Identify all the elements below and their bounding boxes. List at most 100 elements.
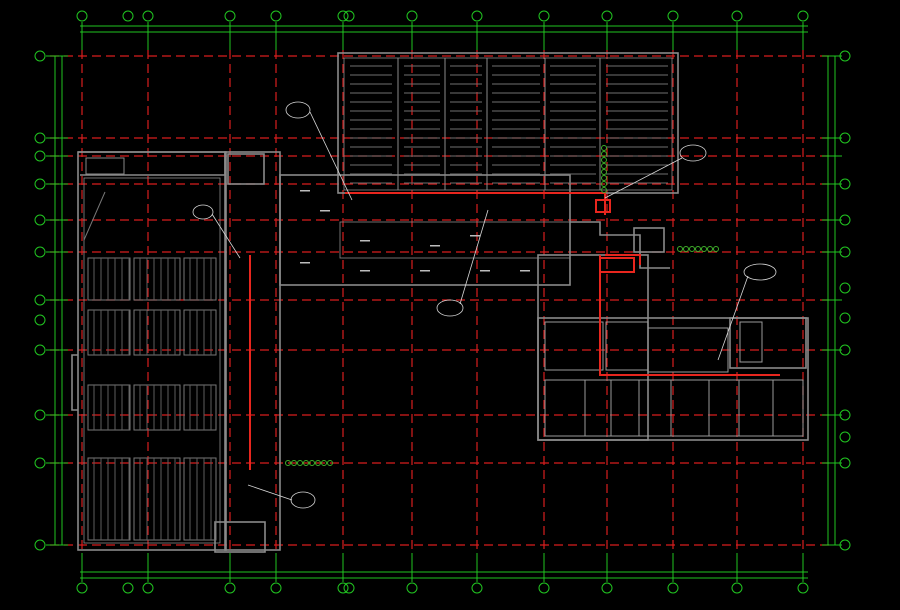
duct-runs xyxy=(249,192,780,470)
leader-5 xyxy=(717,275,749,361)
axis-bubble-top xyxy=(731,10,743,22)
storage-bay xyxy=(87,457,131,541)
callout-1 xyxy=(285,101,311,119)
corridor-inner xyxy=(339,221,571,259)
tree-symbol xyxy=(601,175,607,181)
axis-bubble-right xyxy=(839,312,851,324)
axis-bubble-bottom xyxy=(122,582,134,594)
duct-main-north xyxy=(345,192,606,215)
duct-main-east xyxy=(599,255,780,376)
left-wing-bays xyxy=(83,157,217,541)
room-upper xyxy=(544,321,604,371)
axis-bubble-top xyxy=(601,10,613,22)
dim-annotation xyxy=(320,210,330,212)
east-connector xyxy=(570,221,670,269)
vertical-corridor xyxy=(224,151,281,551)
axis-bubble-bottom xyxy=(270,582,282,594)
axis-bubble-right xyxy=(839,282,851,294)
axis-bubble-top xyxy=(406,10,418,22)
leader-4 xyxy=(604,157,683,199)
axis-bubble-left xyxy=(34,409,46,421)
storage-bay xyxy=(87,257,131,301)
dimension-frame xyxy=(46,22,842,582)
callout-4 xyxy=(679,144,707,162)
duct-box-1 xyxy=(595,199,611,213)
axis-bubble-top xyxy=(270,10,282,22)
callout-3 xyxy=(436,299,464,317)
axis-bubble-left xyxy=(34,314,46,326)
east-stair xyxy=(729,317,807,369)
left-wing-inner xyxy=(83,177,221,544)
north-hall-bays xyxy=(350,58,668,190)
storage-bay xyxy=(183,384,217,431)
axis-bubble-bottom xyxy=(343,582,355,594)
east-wing-rooms xyxy=(544,321,804,437)
axis-bubble-left xyxy=(34,344,46,356)
axis-bubble-bottom xyxy=(142,582,154,594)
axis-bubble-left xyxy=(34,132,46,144)
axis-bubble-right xyxy=(839,344,851,356)
axis-bubble-bottom xyxy=(538,582,550,594)
axis-bubble-right xyxy=(839,246,851,258)
axis-bubble-top xyxy=(471,10,483,22)
axis-bubble-left xyxy=(34,294,46,306)
tree-symbol xyxy=(601,145,607,151)
axis-bubble-bottom xyxy=(731,582,743,594)
tree-symbol xyxy=(291,460,297,466)
tree-symbol xyxy=(309,460,315,466)
dim-annotation xyxy=(430,245,440,247)
leader-2 xyxy=(211,213,241,259)
tree-symbol xyxy=(315,460,321,466)
tree-symbol xyxy=(683,246,689,252)
callout-2 xyxy=(192,204,214,220)
axis-bubble-left xyxy=(34,457,46,469)
east-wing xyxy=(537,317,809,441)
axis-bubble-right xyxy=(839,132,851,144)
dim-annotation xyxy=(480,270,490,272)
axis-bubble-right xyxy=(839,409,851,421)
axis-bubble-top xyxy=(343,10,355,22)
axis-bubble-left xyxy=(34,539,46,551)
leader-6 xyxy=(247,484,293,501)
axis-bubble-right xyxy=(839,457,851,469)
axis-bubbles xyxy=(34,10,851,594)
axis-bubble-right xyxy=(839,539,851,551)
callout-5 xyxy=(743,263,777,281)
axis-bubble-bottom xyxy=(76,582,88,594)
axis-bubble-bottom xyxy=(224,582,236,594)
tree-symbol xyxy=(601,157,607,163)
room xyxy=(772,379,804,437)
tree-symbol xyxy=(701,246,707,252)
leader-1 xyxy=(309,111,353,201)
tree-symbol xyxy=(601,163,607,169)
axis-bubble-right xyxy=(839,178,851,190)
tree-symbol xyxy=(707,246,713,252)
tree-symbol xyxy=(297,460,303,466)
room-upper xyxy=(739,321,763,363)
duct-branch xyxy=(605,254,641,265)
room-labels xyxy=(300,190,530,272)
axis-bubble-top xyxy=(122,10,134,22)
axis-bubble-top xyxy=(538,10,550,22)
storage-bay xyxy=(183,457,217,541)
tree-symbol xyxy=(677,246,683,252)
tree-symbol xyxy=(695,246,701,252)
left-wing xyxy=(77,151,227,551)
axis-bubble-right xyxy=(839,50,851,62)
leader-3 xyxy=(459,209,489,305)
tree-symbol xyxy=(303,460,309,466)
axis-bubble-left xyxy=(34,214,46,226)
axis-bubble-top xyxy=(337,10,349,22)
tree-symbol xyxy=(327,460,333,466)
room-upper xyxy=(647,327,729,373)
axis-bubble-right xyxy=(839,431,851,443)
dim-annotation xyxy=(300,190,310,192)
storage-bay xyxy=(87,384,131,431)
axis-bubble-bottom xyxy=(601,582,613,594)
left-wing-step xyxy=(71,354,78,411)
axis-bubble-bottom xyxy=(797,582,809,594)
storage-bay xyxy=(133,309,181,356)
stair-top xyxy=(227,153,265,185)
